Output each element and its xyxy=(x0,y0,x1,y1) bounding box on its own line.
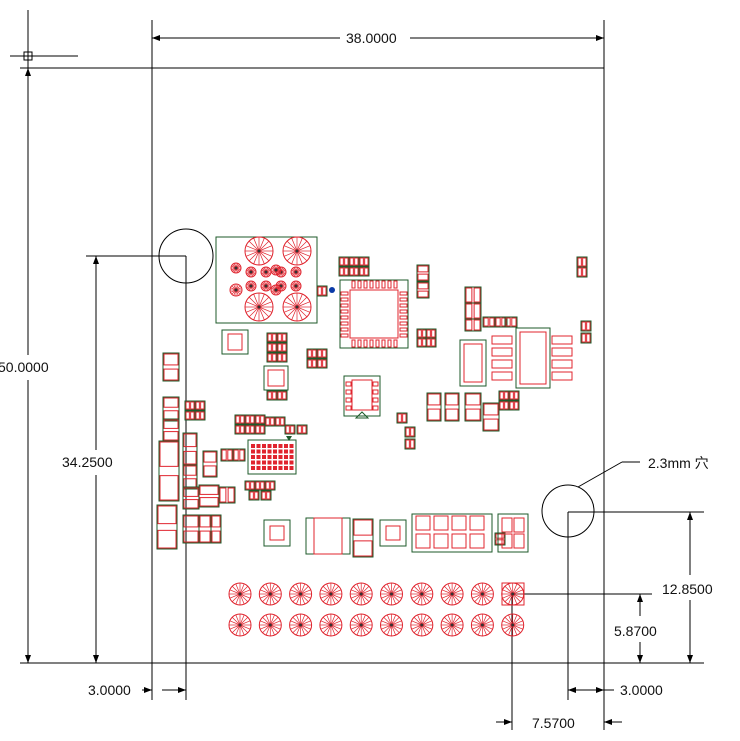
dim-right-hole-height: 12.8500 xyxy=(662,581,713,597)
connector-large-pad xyxy=(244,236,274,266)
connector-small-pad xyxy=(270,264,282,276)
header-pin xyxy=(440,613,464,637)
dim-right-offset: 3.0000 xyxy=(620,682,663,698)
bga-ball xyxy=(284,460,288,465)
header-pin xyxy=(410,582,434,606)
header-pin xyxy=(258,613,282,637)
header-pin xyxy=(349,613,373,637)
connector-large-pad xyxy=(282,292,312,322)
connector-small-pad xyxy=(290,266,302,278)
connector-small-pad xyxy=(270,284,282,296)
connector-small-pad xyxy=(290,280,302,292)
bga-ball xyxy=(267,455,272,459)
bga-ball xyxy=(284,444,288,448)
bga-ball xyxy=(273,455,277,459)
bga-ball xyxy=(273,460,277,465)
mounting-hole-left xyxy=(158,228,214,284)
bga-ball xyxy=(262,455,266,459)
dimension-lines xyxy=(10,10,704,730)
bga-ball xyxy=(267,460,272,465)
bga-ball xyxy=(251,455,255,459)
connector-small-pad xyxy=(260,266,272,278)
bga-ball xyxy=(278,460,283,465)
pcb-components xyxy=(156,236,592,637)
bga-ball xyxy=(262,460,266,465)
header-pin xyxy=(410,613,434,637)
header-pin xyxy=(380,582,403,606)
bga-ball xyxy=(278,455,283,459)
bga-ball xyxy=(256,444,261,448)
bga-ball xyxy=(278,466,283,470)
header-pin xyxy=(258,582,282,606)
header-pin xyxy=(501,582,525,606)
connector-small-pad xyxy=(229,283,243,297)
bga-pin1 xyxy=(286,436,292,441)
pin1-marker xyxy=(354,411,370,419)
header-pin xyxy=(470,613,494,637)
connector-small-pad xyxy=(230,262,242,274)
dim-header-offset: 7.5700 xyxy=(532,715,575,731)
connector-large-pad xyxy=(282,236,312,266)
mounting-hole-right xyxy=(541,484,595,538)
bga-ball xyxy=(251,460,255,465)
bga-ball xyxy=(251,466,255,470)
connector-small-pad xyxy=(260,280,272,292)
header-pin xyxy=(228,613,252,637)
bga-ball xyxy=(289,460,294,465)
bga-ball xyxy=(284,449,288,454)
bga-ball xyxy=(289,449,294,454)
bga-ball xyxy=(256,449,261,454)
hole-note: 2.3mm 穴 xyxy=(648,455,709,471)
bga-ball xyxy=(262,444,266,448)
header-pin xyxy=(380,613,403,637)
bga-ball xyxy=(278,449,283,454)
bga-ball xyxy=(262,449,266,454)
dim-header-height: 5.8700 xyxy=(614,623,657,639)
header-pin xyxy=(289,613,313,637)
bga-ball xyxy=(256,466,261,470)
header-pin xyxy=(470,582,494,606)
header-pin1-square xyxy=(501,582,525,606)
bga-ball xyxy=(284,455,288,459)
header-pin xyxy=(319,582,343,606)
bga-ball xyxy=(251,449,255,454)
connector-small-pad xyxy=(245,266,257,278)
dim-height: 50.0000 xyxy=(0,359,49,375)
bga-ball xyxy=(267,466,272,470)
bga-ball xyxy=(284,466,288,470)
bga-ball xyxy=(251,444,255,448)
connector-body xyxy=(215,236,318,324)
ic-qfn xyxy=(339,279,409,349)
dim-hole-height: 34.2500 xyxy=(62,454,113,470)
dim-width: 38.0000 xyxy=(346,30,397,46)
bga-ball xyxy=(289,455,294,459)
bga-ball xyxy=(273,466,277,470)
bga-ball xyxy=(278,444,283,448)
bga-ball xyxy=(267,444,272,448)
header-pin xyxy=(289,582,313,606)
bga-ball xyxy=(289,444,294,448)
bga-ball xyxy=(256,460,261,465)
header-pin xyxy=(349,582,373,606)
header-pin xyxy=(228,582,252,606)
connector-large-pad xyxy=(244,292,274,322)
bga-ball xyxy=(267,449,272,454)
dim-left-offset: 3.0000 xyxy=(88,682,131,698)
bga-ball xyxy=(256,455,261,459)
header-pin xyxy=(440,582,464,606)
bga-ball xyxy=(273,444,277,448)
connector-small-pad xyxy=(245,280,257,292)
bga-ball xyxy=(273,449,277,454)
header-pin xyxy=(501,613,525,637)
bga-ball xyxy=(289,466,294,470)
bga-ball xyxy=(262,466,266,470)
board-outline xyxy=(151,67,605,664)
fiducial-marker xyxy=(329,287,335,293)
arrowheads xyxy=(25,35,693,725)
header-pin xyxy=(319,613,343,637)
